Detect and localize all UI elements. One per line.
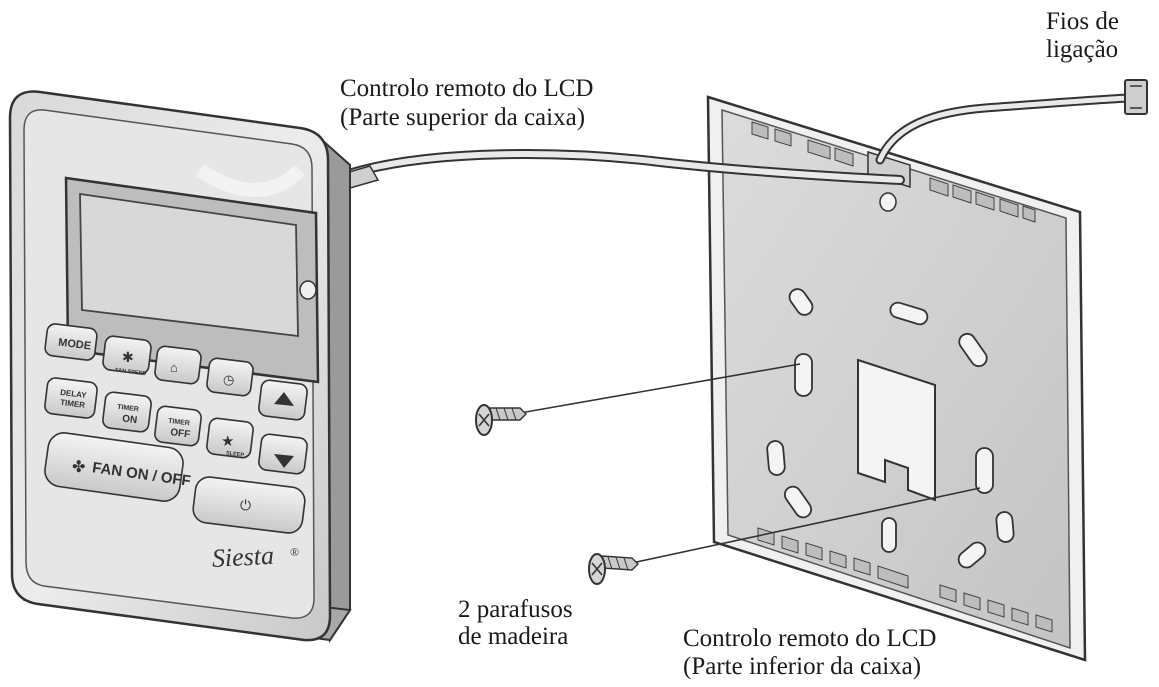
wire-connector-icon <box>1124 79 1148 115</box>
mode-button[interactable] <box>44 323 98 361</box>
swing-icon: ⌂ <box>170 360 178 375</box>
sleep-star-icon: ★ <box>221 434 234 450</box>
timer-off-label-2: OFF <box>170 427 191 440</box>
clock-icon: ◷ <box>223 372 234 387</box>
sleep-button[interactable] <box>206 417 254 459</box>
power-button[interactable] <box>192 475 307 534</box>
swing-button[interactable] <box>154 345 202 385</box>
button-glyphs: ✱ ⌂ ◷ ★ ⏻ ✤ <box>72 351 294 514</box>
fan-on-off-button[interactable] <box>43 431 185 503</box>
registered-mark: ® <box>290 545 299 559</box>
lcd-screen <box>64 176 320 384</box>
timer-off-label-1: TIMER <box>168 418 190 428</box>
arrow-down-icon <box>274 454 294 468</box>
keypad <box>43 323 308 534</box>
brand-logo: Siesta ® <box>211 541 299 573</box>
wires-label-line1: Fios de <box>1046 8 1119 35</box>
top-case-label-line1: Controlo remoto do LCD <box>340 75 594 102</box>
delay-label: DELAY <box>60 388 88 400</box>
fan-speed-label: FAN SPEED <box>115 368 147 378</box>
clock-button[interactable] <box>206 357 254 397</box>
top-case-label-line2: (Parte superior da caixa) <box>340 104 586 131</box>
wires-label-line2: ligação <box>1046 36 1119 63</box>
mode-label: MODE <box>57 337 91 353</box>
sleep-label: SLEEP <box>226 451 245 459</box>
back-plate <box>706 95 1087 662</box>
brand-name: Siesta <box>211 541 275 573</box>
timer-on-button[interactable] <box>102 391 152 433</box>
fan-speed-button[interactable] <box>102 335 152 375</box>
fan-small-icon: ✤ <box>72 459 85 476</box>
screws-label-line2: de madeira <box>458 623 569 650</box>
timer-label: TIMER <box>60 398 86 410</box>
connection-cable <box>347 93 1133 185</box>
timer-off-button[interactable] <box>154 405 202 447</box>
timer-on-label-2: ON <box>122 413 138 426</box>
down-button[interactable] <box>258 433 308 475</box>
wood-screw-icon <box>475 363 801 436</box>
wood-screw-icon <box>588 487 981 585</box>
fan-icon: ✱ <box>122 351 134 366</box>
screws-label-line1: 2 parafusos <box>458 596 573 623</box>
bottom-case-label-line1: Controlo remoto do LCD <box>683 625 937 652</box>
arrow-up-icon <box>274 392 294 406</box>
delay-timer-button[interactable] <box>44 377 98 419</box>
timer-on-label-1: TIMER <box>117 404 139 414</box>
power-icon: ⏻ <box>240 498 251 514</box>
bottom-case-label-line2: (Parte inferior da caixa) <box>683 653 922 680</box>
